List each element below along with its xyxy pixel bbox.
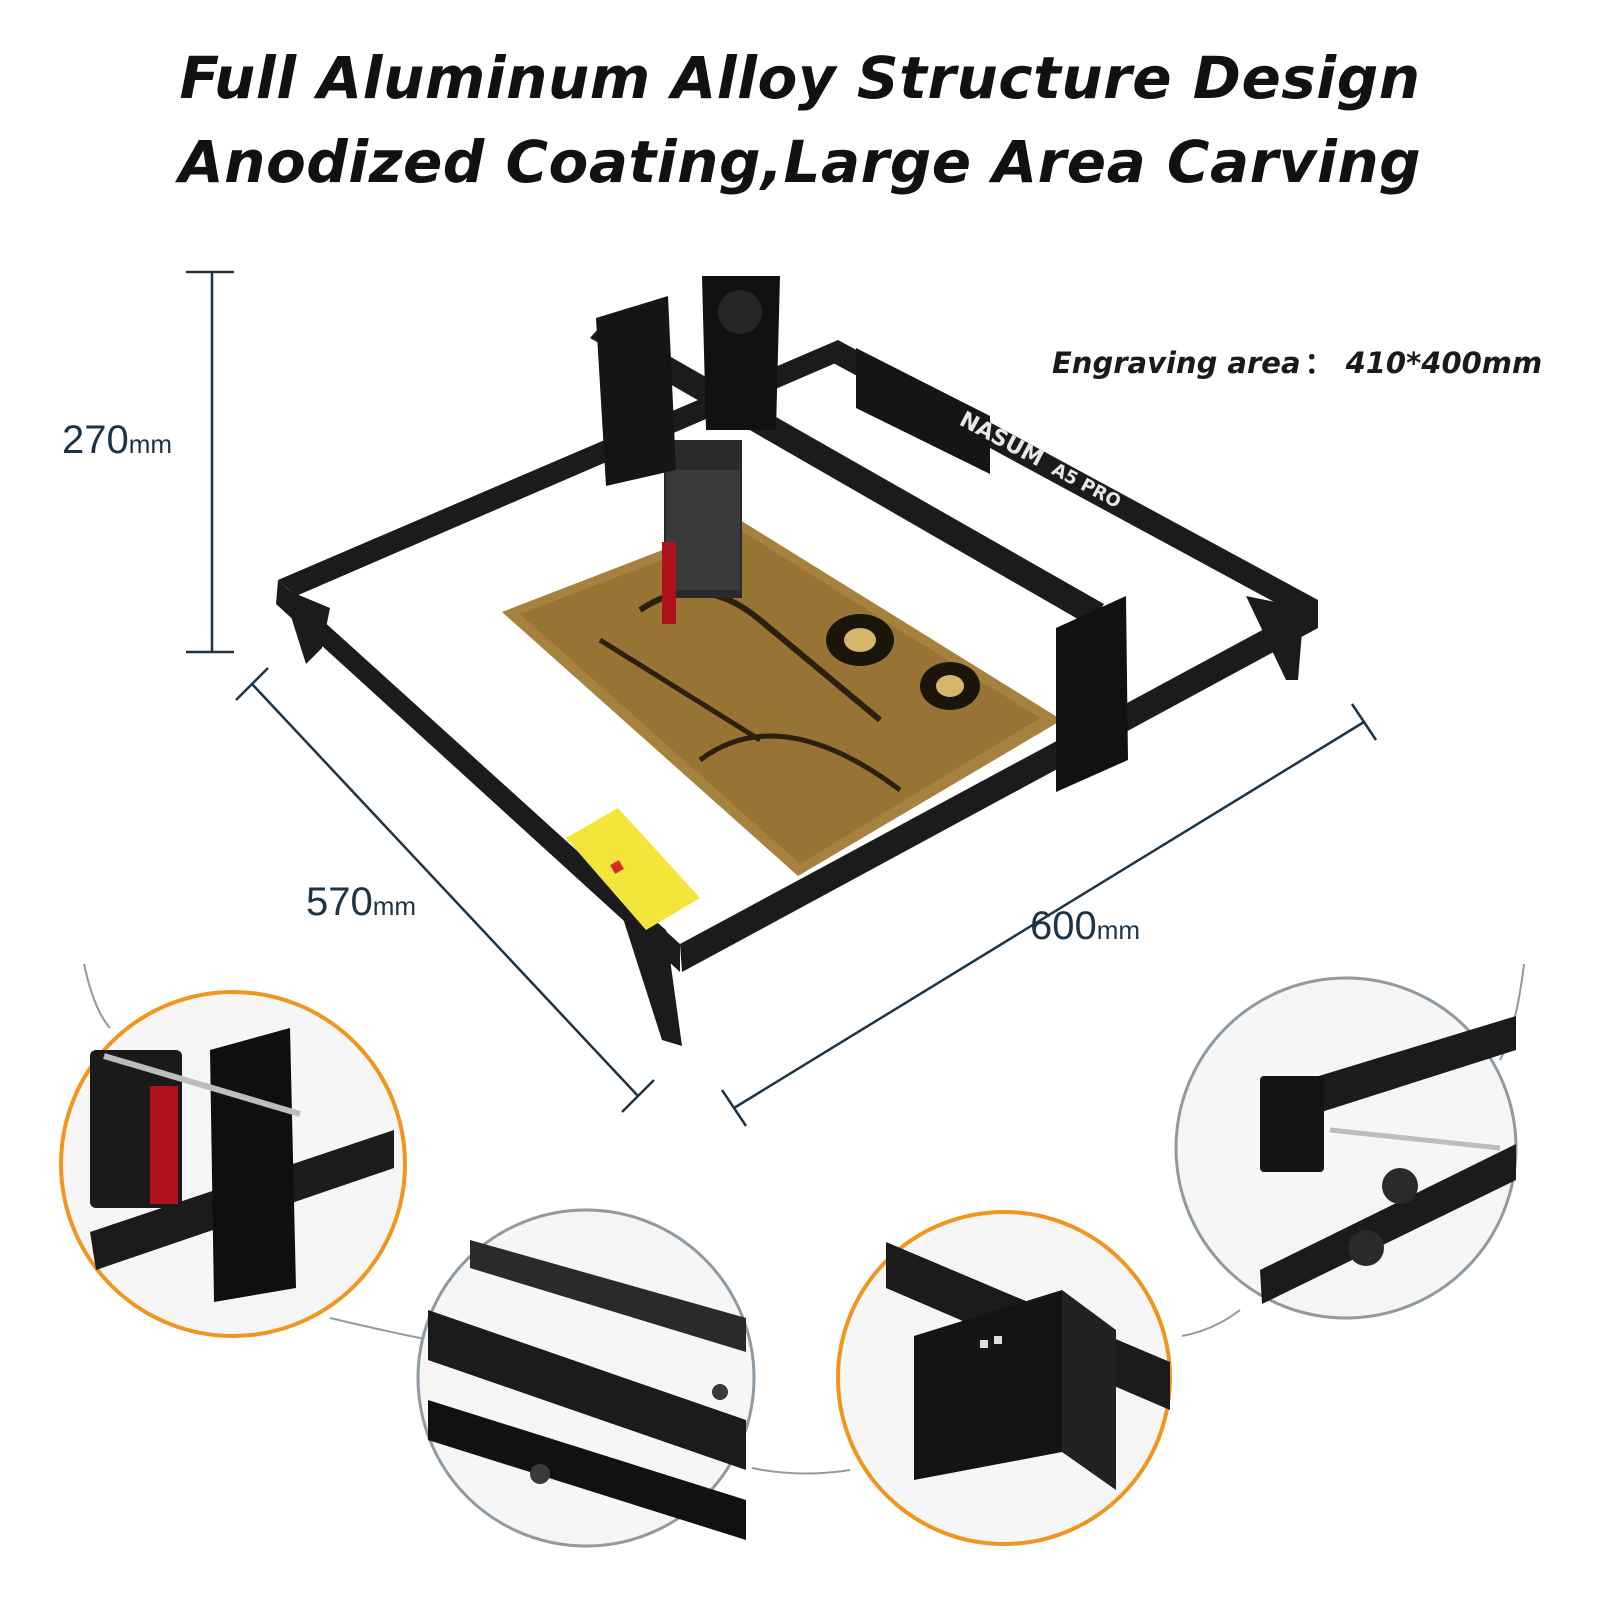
width-dimension-label: 600mm [1030, 904, 1141, 948]
engraving-area-value: 410*400mm [1345, 346, 1543, 380]
headline-line-1: Full Aluminum Alloy Structure Design [179, 44, 1421, 112]
callout-profile-rail [416, 1208, 756, 1548]
depth-dimension-line [235, 667, 655, 1113]
engraved-wood-board [502, 520, 1062, 876]
depth-dimension-label: 570mm [306, 880, 417, 924]
height-dimension-label: 270mm [62, 418, 173, 462]
callout-gantry-plate [59, 990, 407, 1338]
callout-motor-box [836, 1210, 1172, 1546]
engraving-area-separator: ： [1304, 346, 1334, 380]
laser-engraver-illustration: NASUM A5 PRO [276, 276, 1318, 1046]
height-dimension-line [186, 270, 234, 654]
headline-line-2: Anodized Coating,Large Area Carving [178, 128, 1422, 196]
width-dimension-line [720, 703, 1378, 1127]
engraving-area-title: Engraving area [1052, 346, 1301, 380]
engraving-area-label: Engraving area： 410*400mm [1052, 340, 1542, 382]
callout-belt-wheels [1174, 976, 1518, 1320]
aluminum-frame [276, 276, 1318, 1046]
dimension-lines [186, 270, 1378, 1127]
